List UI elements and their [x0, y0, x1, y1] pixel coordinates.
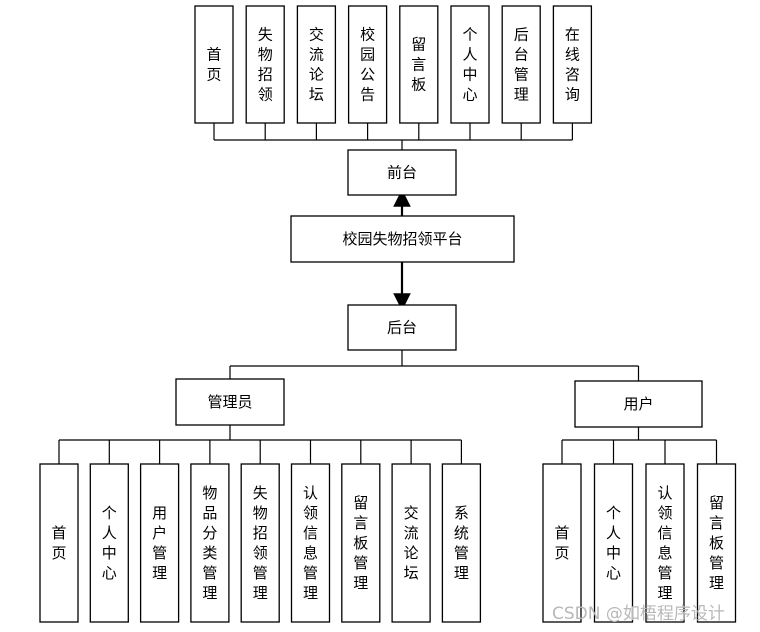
role-1-module-4: 物品分类管理	[190, 463, 230, 623]
frontend-node-box	[347, 149, 457, 196]
role-1-module-6-label: 认领信息管理	[303, 484, 318, 602]
frontend-module-3-box	[296, 5, 337, 124]
role-node-1-box	[175, 378, 285, 426]
role-node-2: 用户	[574, 380, 703, 428]
role-node-1-label: 管理员	[207, 393, 252, 411]
backend-node-label: 后台	[387, 319, 417, 337]
frontend-module-6: 个人中心	[450, 5, 490, 124]
role-node-1: 管理员	[175, 378, 285, 426]
role-2-module-1-label: 首页	[554, 524, 569, 562]
frontend-module-6-label: 个人中心	[462, 26, 477, 104]
frontend-module-5-label: 留言板	[411, 36, 426, 94]
role-2-module-3: 认领信息管理	[645, 463, 685, 623]
frontend-module-5-box	[399, 5, 439, 124]
backend-node: 后台	[347, 304, 457, 351]
frontend-module-1-label: 首页	[206, 46, 221, 84]
platform-root-node-box	[290, 215, 515, 263]
role-2-module-2-box	[593, 463, 634, 623]
role-1-module-4-label: 物品分类管理	[202, 484, 217, 602]
role-2-module-2-label: 个人中心	[606, 504, 621, 582]
frontend-module-1-box	[194, 5, 234, 124]
role-1-module-3-label: 用户管理	[152, 504, 167, 582]
frontend-module-3: 交流论坛	[296, 5, 337, 124]
role-1-module-5-box	[240, 463, 280, 623]
role-1-module-3: 用户管理	[139, 463, 180, 623]
role-1-module-4-box	[190, 463, 230, 623]
frontend-module-5: 留言板	[399, 5, 439, 124]
frontend-module-1: 首页	[194, 5, 234, 124]
role-1-module-5: 失物招领管理	[240, 463, 280, 623]
role-2-module-2: 个人中心	[593, 463, 634, 623]
role-1-module-6-box	[290, 463, 331, 623]
role-1-module-6: 认领信息管理	[290, 463, 331, 623]
role-1-module-8-box	[391, 463, 431, 623]
frontend-node: 前台	[347, 149, 457, 196]
frontend-module-7-label: 后台管理	[514, 26, 529, 104]
frontend-node-label: 前台	[387, 164, 417, 182]
frontend-module-8: 在线咨询	[552, 5, 593, 124]
role-1-module-5-label: 失物招领管理	[253, 484, 268, 602]
platform-root-node-label: 校园失物招领平台	[342, 230, 462, 248]
role-2-module-1: 首页	[542, 463, 582, 623]
frontend-module-8-label: 在线咨询	[565, 26, 580, 104]
frontend-module-6-box	[450, 5, 490, 124]
role-1-module-3-box	[139, 463, 180, 623]
role-node-2-label: 用户	[623, 395, 653, 413]
role-2-module-3-label: 认领信息管理	[657, 484, 672, 602]
frontend-module-4-label: 校园公告	[360, 26, 375, 104]
role-2-module-4: 留言板管理	[696, 463, 737, 623]
role-1-module-1: 首页	[39, 463, 79, 623]
frontend-module-4-box	[347, 5, 388, 124]
platform-root-node: 校园失物招领平台	[290, 215, 515, 263]
frontend-module-2-box	[245, 5, 285, 124]
role-1-module-9-box	[441, 463, 482, 623]
role-node-2-box	[574, 380, 703, 428]
role-2-module-4-box	[696, 463, 737, 623]
role-1-module-2: 个人中心	[89, 463, 129, 623]
frontend-module-7: 后台管理	[501, 5, 541, 124]
role-1-module-7: 留言板管理	[341, 463, 381, 623]
frontend-module-2: 失物招领	[245, 5, 285, 124]
frontend-module-4: 校园公告	[347, 5, 388, 124]
role-1-module-1-box	[39, 463, 79, 623]
role-2-module-4-label: 留言板管理	[709, 494, 724, 592]
backend-node-box	[347, 304, 457, 351]
watermark: CSDN @如梧程序设计	[552, 604, 725, 624]
role-1-module-2-label: 个人中心	[102, 504, 117, 582]
role-1-module-8-label: 交流论坛	[404, 504, 419, 582]
frontend-module-3-label: 交流论坛	[309, 26, 324, 104]
role-2-module-1-box	[542, 463, 582, 623]
role-1-module-7-label: 留言板管理	[353, 494, 368, 592]
frontend-module-8-box	[552, 5, 593, 124]
frontend-module-2-label: 失物招领	[258, 26, 273, 104]
role-1-module-7-box	[341, 463, 381, 623]
role-1-module-1-label: 首页	[51, 524, 66, 562]
role-1-module-9: 系统管理	[441, 463, 482, 623]
role-1-module-2-box	[89, 463, 129, 623]
role-1-module-9-label: 系统管理	[454, 504, 469, 582]
role-2-module-3-box	[645, 463, 685, 623]
role-1-module-8: 交流论坛	[391, 463, 431, 623]
frontend-module-7-box	[501, 5, 541, 124]
